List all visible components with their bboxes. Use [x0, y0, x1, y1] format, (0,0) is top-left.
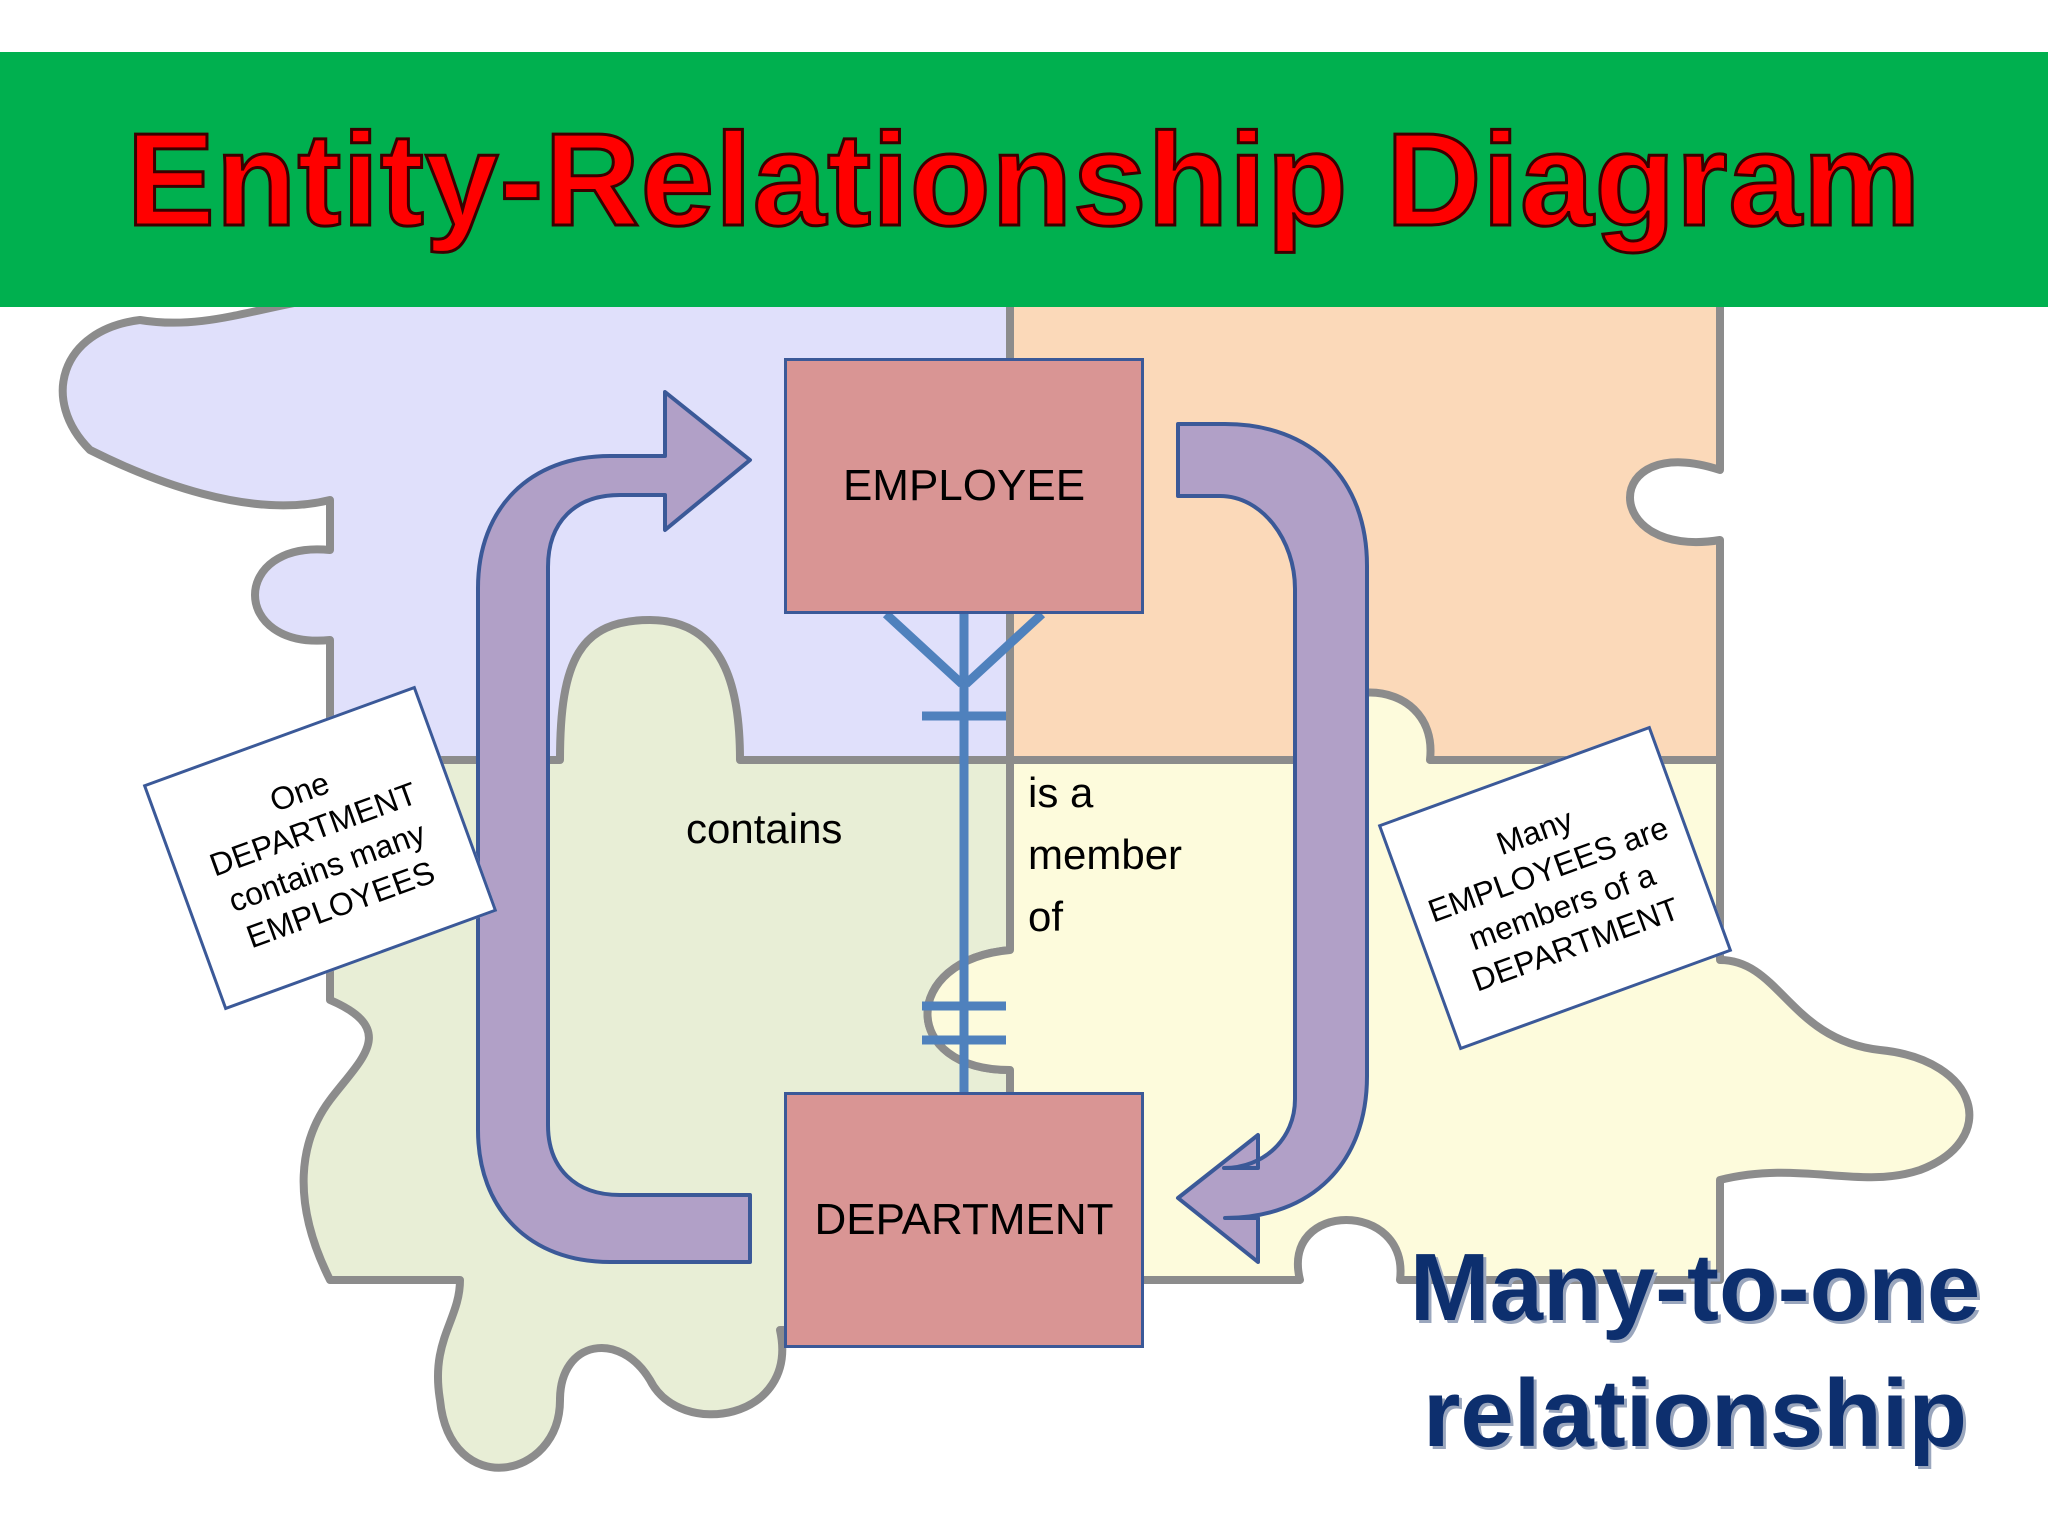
right-curved-arrow [1176, 422, 1369, 1264]
department-entity: DEPARTMENT [784, 1092, 1144, 1348]
note-many-employees-text: Many EMPLOYEES are members of a DEPARTME… [1423, 801, 1684, 999]
member-of-label: is a member of [1028, 769, 1183, 940]
crows-foot-right [962, 610, 1046, 688]
page-title: Entity-Relationship Diagram [125, 105, 1922, 255]
left-curved-arrow [476, 390, 752, 1264]
employee-entity: EMPLOYEE [784, 358, 1144, 614]
note-one-department-text: One DEPARTMENT contains many EMPLOYEES [204, 764, 440, 956]
contains-label: contains [686, 805, 843, 852]
crows-foot-left [882, 610, 966, 688]
relationship-type-caption: Many-to-one relationship [1409, 1234, 1981, 1467]
title-banner: Entity-Relationship Diagram [0, 52, 2048, 307]
